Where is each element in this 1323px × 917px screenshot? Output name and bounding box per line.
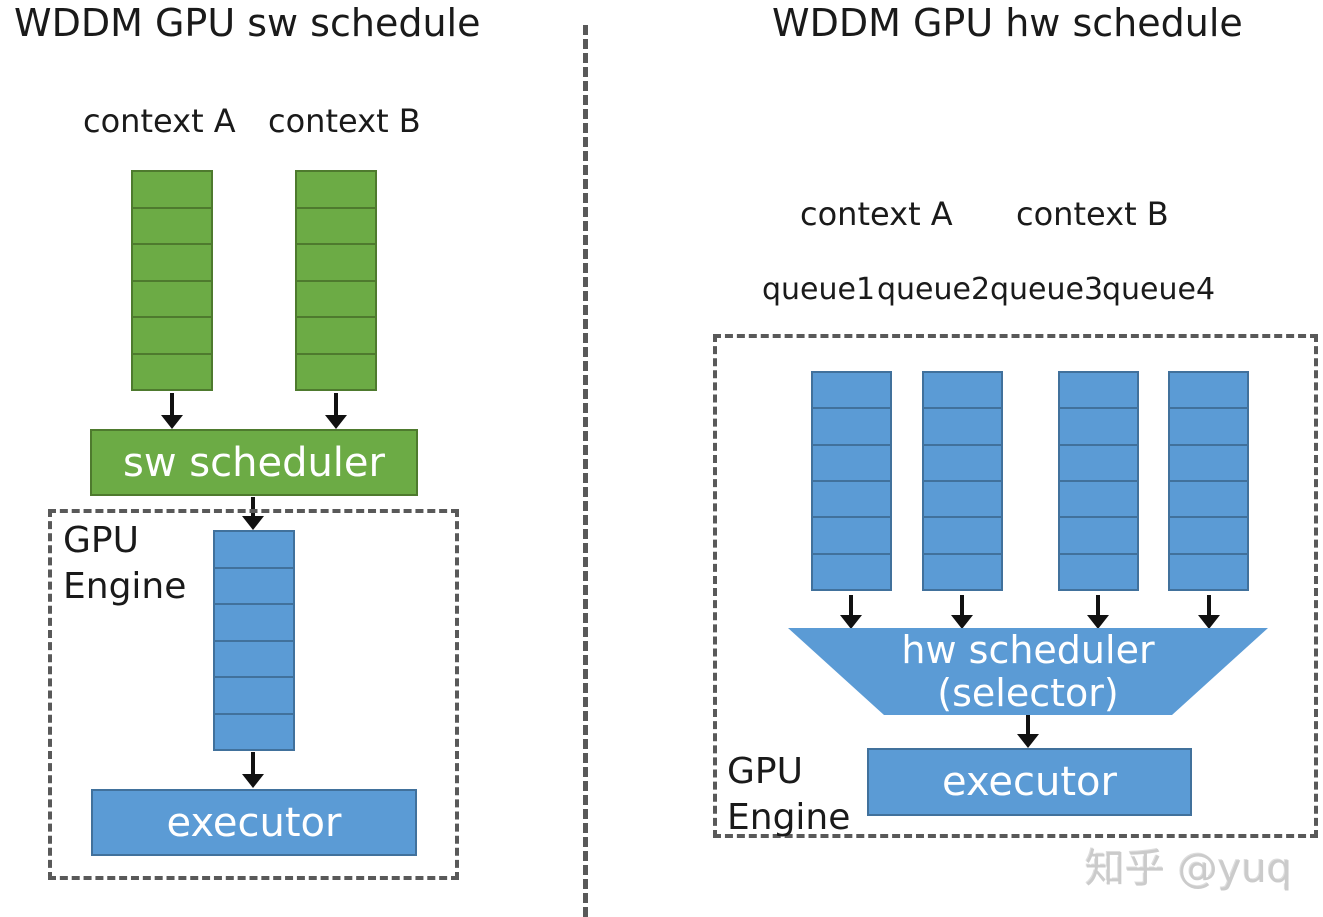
left-gpu-engine-label: GPU Engine: [63, 518, 186, 610]
queue-segment: [297, 172, 375, 207]
left-executor-box: executor: [91, 789, 417, 856]
gpu-engine-line2: Engine: [727, 797, 851, 838]
queue-segment: [133, 352, 211, 390]
queue-segment: [215, 676, 293, 713]
queue-segment: [1060, 373, 1137, 407]
queue3-label: queue3: [990, 272, 1104, 307]
sw-scheduler-label: sw scheduler: [123, 439, 385, 486]
queue-segment: [924, 479, 1001, 516]
queue-segment: [1060, 552, 1137, 589]
queue-segment: [924, 516, 1001, 552]
queue-segment: [1060, 516, 1137, 552]
queue-segment: [133, 279, 211, 317]
left-gpu-engine-box: [48, 509, 459, 880]
queue-segment: [1170, 443, 1247, 480]
queue1-stack: [811, 371, 892, 591]
queue-segment: [813, 443, 890, 480]
queue-segment: [813, 552, 890, 589]
queue-segment: [1170, 479, 1247, 516]
queue-segment: [813, 516, 890, 552]
panel-separator-dashed-line: [583, 25, 588, 917]
arrow-down-icon: [161, 393, 183, 429]
queue-segment: [1170, 373, 1247, 407]
queue-segment: [297, 206, 375, 244]
queue-segment: [215, 603, 293, 640]
queue3-stack: [1058, 371, 1139, 591]
right-context-b-label: context B: [1016, 195, 1169, 233]
queue-segment: [297, 316, 375, 353]
queue-segment: [1170, 552, 1247, 589]
queue-segment: [924, 407, 1001, 443]
context-a-command-queue: [131, 170, 213, 391]
right-executor-box: executor: [867, 748, 1192, 816]
context-b-command-queue: [295, 170, 377, 391]
right-gpu-engine-label: GPU Engine: [727, 749, 850, 841]
gpu-engine-line1: GPU: [63, 520, 139, 561]
queue-segment: [813, 407, 890, 443]
queue2-label: queue2: [877, 272, 991, 307]
gpu-engine-line2: Engine: [63, 566, 187, 607]
queue-segment: [1060, 443, 1137, 480]
hw-scheduler-label-line1: hw scheduler: [901, 627, 1155, 672]
queue-segment: [133, 316, 211, 353]
right-panel-title: WDDM GPU hw schedule: [772, 1, 1243, 45]
queue-segment: [924, 552, 1001, 589]
hw-scheduler-selector: hw scheduler (selector): [788, 628, 1268, 715]
queue-segment: [1060, 479, 1137, 516]
engine-command-queue: [213, 530, 295, 751]
queue4-stack: [1168, 371, 1249, 591]
arrow-down-icon: [325, 393, 347, 429]
queue-segment: [813, 373, 890, 407]
hw-scheduler-label-line2: (selector): [937, 670, 1119, 715]
gpu-engine-line1: GPU: [727, 751, 803, 792]
queue-segment: [297, 352, 375, 390]
queue-segment: [297, 279, 375, 317]
queue1-label: queue1: [762, 272, 876, 307]
queue2-stack: [922, 371, 1003, 591]
queue-segment: [297, 243, 375, 280]
queue-segment: [1170, 516, 1247, 552]
watermark: 知乎 @yuq: [1085, 846, 1293, 892]
queue-segment: [1060, 407, 1137, 443]
queue-segment: [813, 479, 890, 516]
left-executor-label: executor: [166, 799, 342, 846]
left-panel-title: WDDM GPU sw schedule: [14, 1, 481, 45]
left-context-b-label: context B: [268, 102, 421, 140]
right-executor-label: executor: [942, 759, 1117, 805]
queue-segment: [215, 566, 293, 604]
queue4-label: queue4: [1102, 272, 1216, 307]
sw-scheduler-box: sw scheduler: [90, 429, 418, 496]
queue-segment: [924, 443, 1001, 480]
right-context-a-label: context A: [800, 195, 953, 233]
right-gpu-engine-box: [713, 334, 1318, 838]
queue-segment: [215, 639, 293, 677]
queue-segment: [215, 532, 293, 567]
queue-segment: [133, 172, 211, 207]
queue-segment: [924, 373, 1001, 407]
queue-segment: [1170, 407, 1247, 443]
queue-segment: [133, 206, 211, 244]
queue-segment: [215, 712, 293, 750]
left-context-a-label: context A: [83, 102, 236, 140]
queue-segment: [133, 243, 211, 280]
